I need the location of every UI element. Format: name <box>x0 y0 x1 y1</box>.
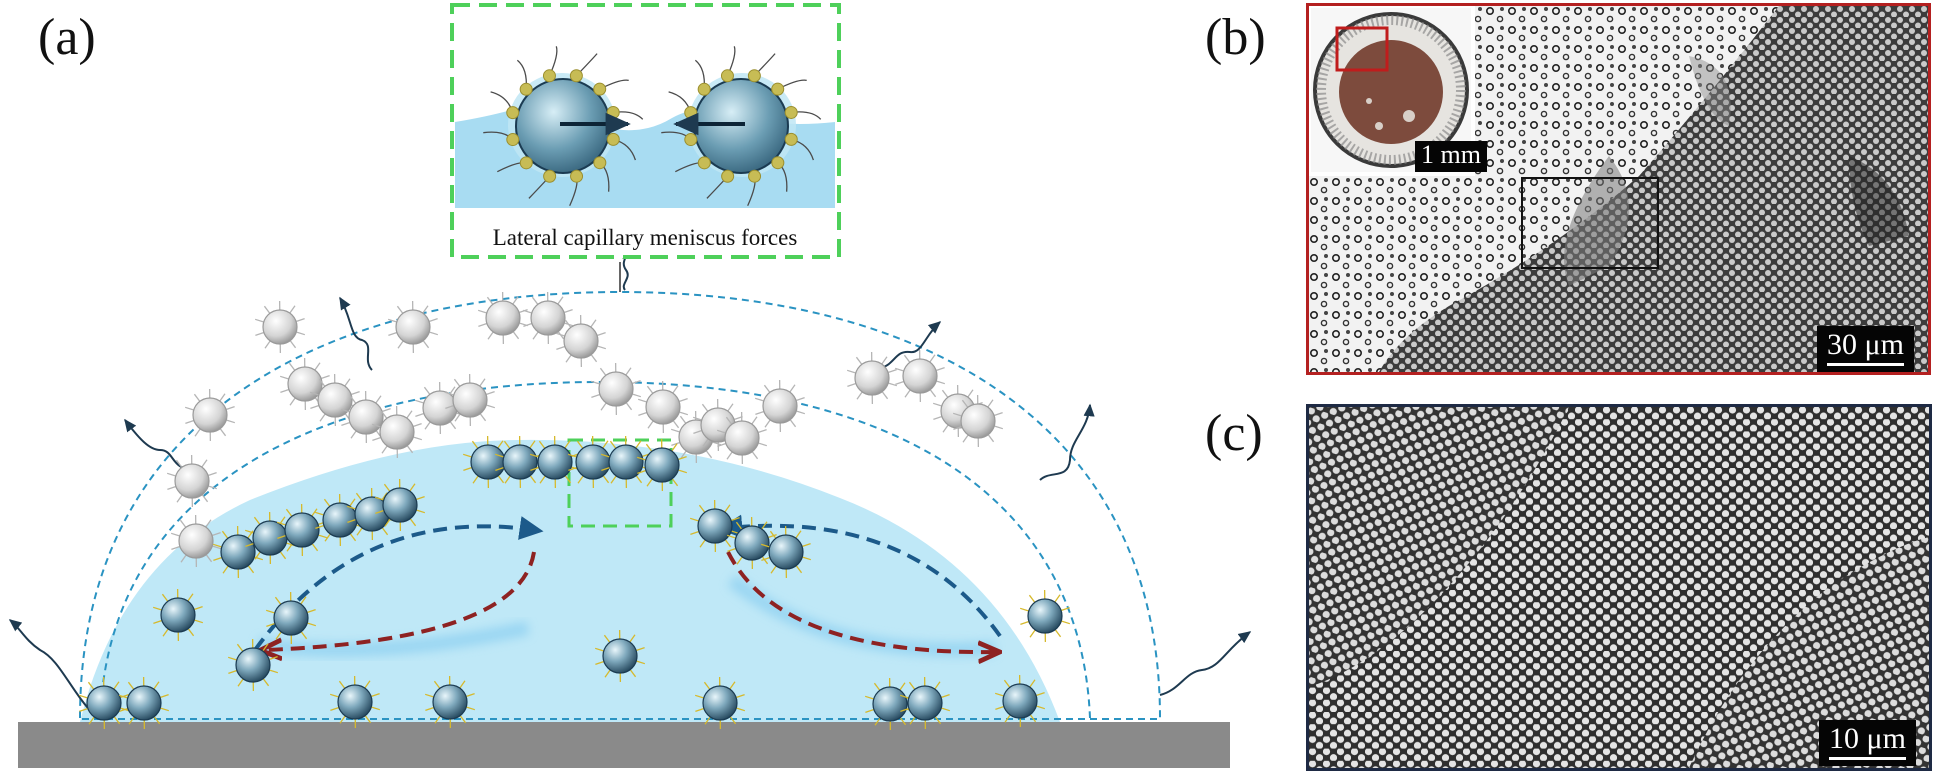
ligand-head <box>721 70 733 82</box>
ligand-head <box>571 170 583 182</box>
panel-a-diagram: Lateral capillary meniscus forces <box>0 0 1280 774</box>
vapor-particle <box>638 381 688 433</box>
scale-line-c <box>1829 757 1906 760</box>
ligand-head <box>785 133 797 145</box>
main-scale-bar: 30 μm <box>1817 326 1914 372</box>
vapor-particle <box>167 455 217 507</box>
ligand-head <box>772 157 784 169</box>
substrate <box>18 722 1230 768</box>
panel-label-c: (c) <box>1205 408 1263 460</box>
vapor-particle <box>591 363 641 415</box>
deposit-core <box>1339 40 1443 144</box>
ligand-head <box>722 170 734 182</box>
vapor-particle <box>185 389 235 441</box>
ligand-head <box>543 70 555 82</box>
vapor-particle <box>895 350 945 402</box>
ligand-head <box>698 83 710 95</box>
ligand-head <box>698 157 710 169</box>
ligand-head <box>520 157 532 169</box>
panel-c-micrograph: 10 μm <box>1306 404 1932 771</box>
capillary-inset: Lateral capillary meniscus forces <box>452 5 839 257</box>
vapor-particle <box>847 352 897 404</box>
ligand-head <box>607 133 619 145</box>
hexagonal-packing-image <box>1309 407 1929 768</box>
ligand-head <box>507 134 519 146</box>
panel-label-a: (a) <box>38 12 96 64</box>
ligand-head <box>507 107 519 119</box>
droplet-particle <box>1020 590 1070 642</box>
vapor-particle <box>478 292 528 344</box>
scale-label-c: 10 μm <box>1829 722 1906 755</box>
inset-scale-bar: 1 mm <box>1415 141 1487 172</box>
ligand-head <box>685 107 697 119</box>
main-scale-label-b: 30 μm <box>1827 328 1904 361</box>
ligand-head <box>685 134 697 146</box>
ligand-head <box>594 83 606 95</box>
ligand-head <box>520 83 532 95</box>
ligand-head <box>594 157 606 169</box>
ligand-head <box>544 170 556 182</box>
ligand-head <box>570 70 582 82</box>
evaporation-diagram: Lateral capillary meniscus forces <box>0 0 1280 774</box>
vapor-particle <box>755 380 805 432</box>
ligand-head <box>772 83 784 95</box>
ligand-head <box>607 106 619 118</box>
crystal-boundary-image <box>1309 6 1928 372</box>
ligand-head <box>748 70 760 82</box>
ligand-head <box>785 106 797 118</box>
panel-label-b: (b) <box>1205 12 1266 64</box>
panel-b-micrograph: 1 mm 30 μm <box>1306 3 1931 375</box>
scale-line-b <box>1827 363 1904 366</box>
ligand-head <box>749 170 761 182</box>
inset-caption: Lateral capillary meniscus forces <box>493 225 798 250</box>
vapor-particle <box>388 301 438 353</box>
vapor-particle <box>255 301 305 353</box>
inset-scale-label: 1 mm <box>1421 140 1481 169</box>
scale-bar-c: 10 μm <box>1819 720 1916 766</box>
